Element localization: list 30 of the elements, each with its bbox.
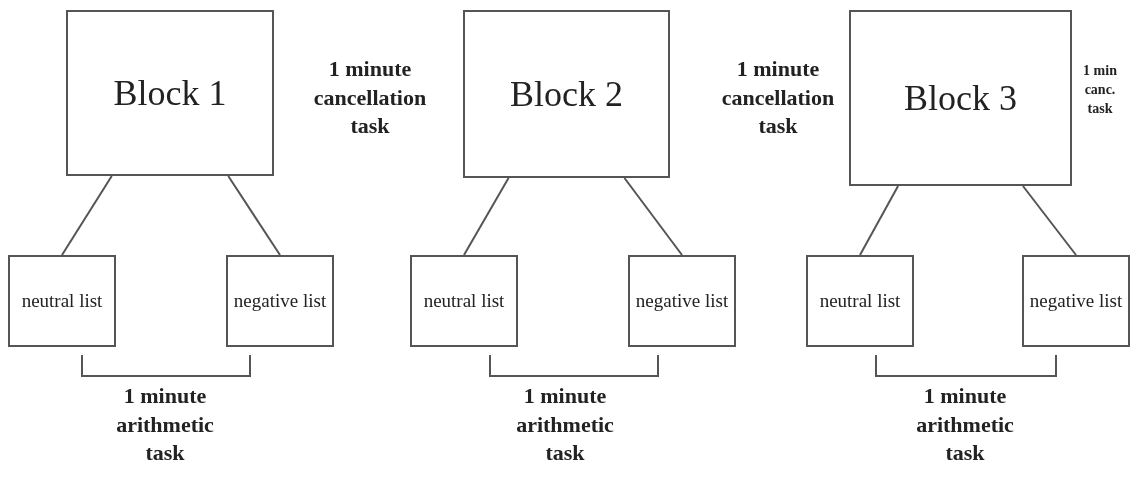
- interval-note: 1 min canc. task: [1082, 62, 1118, 118]
- task-note: 1 minute arithmetic task: [515, 382, 615, 468]
- list-box: [1022, 255, 1130, 347]
- block-box: [463, 10, 670, 178]
- connector-line: [61, 175, 113, 256]
- connector-line: [1021, 185, 1077, 256]
- list-label: neutral list: [20, 291, 104, 311]
- list-label: negative list: [1028, 291, 1124, 311]
- list-label: negative list: [634, 291, 730, 311]
- block-box: [66, 10, 274, 176]
- task-note: 1 minute arithmetic task: [115, 382, 215, 468]
- interval-note: 1 minute cancellation task: [720, 55, 836, 141]
- list-box: [410, 255, 518, 347]
- connector-line: [623, 177, 683, 256]
- list-label: neutral list: [422, 291, 506, 311]
- list-box: [226, 255, 334, 347]
- connector-line: [463, 177, 510, 256]
- list-box: [628, 255, 736, 347]
- list-box: [8, 255, 116, 347]
- interval-note: 1 minute cancellation task: [312, 55, 428, 141]
- connector-line: [859, 185, 900, 256]
- list-label: neutral list: [818, 291, 902, 311]
- connector-line: [227, 175, 281, 256]
- list-box: [806, 255, 914, 347]
- block-title: Block 1: [113, 72, 227, 114]
- block-title: Block 2: [510, 73, 623, 115]
- list-label: negative list: [232, 291, 328, 311]
- task-note: 1 minute arithmetic task: [915, 382, 1015, 468]
- block-title: Block 3: [904, 77, 1017, 119]
- block-box: [849, 10, 1072, 186]
